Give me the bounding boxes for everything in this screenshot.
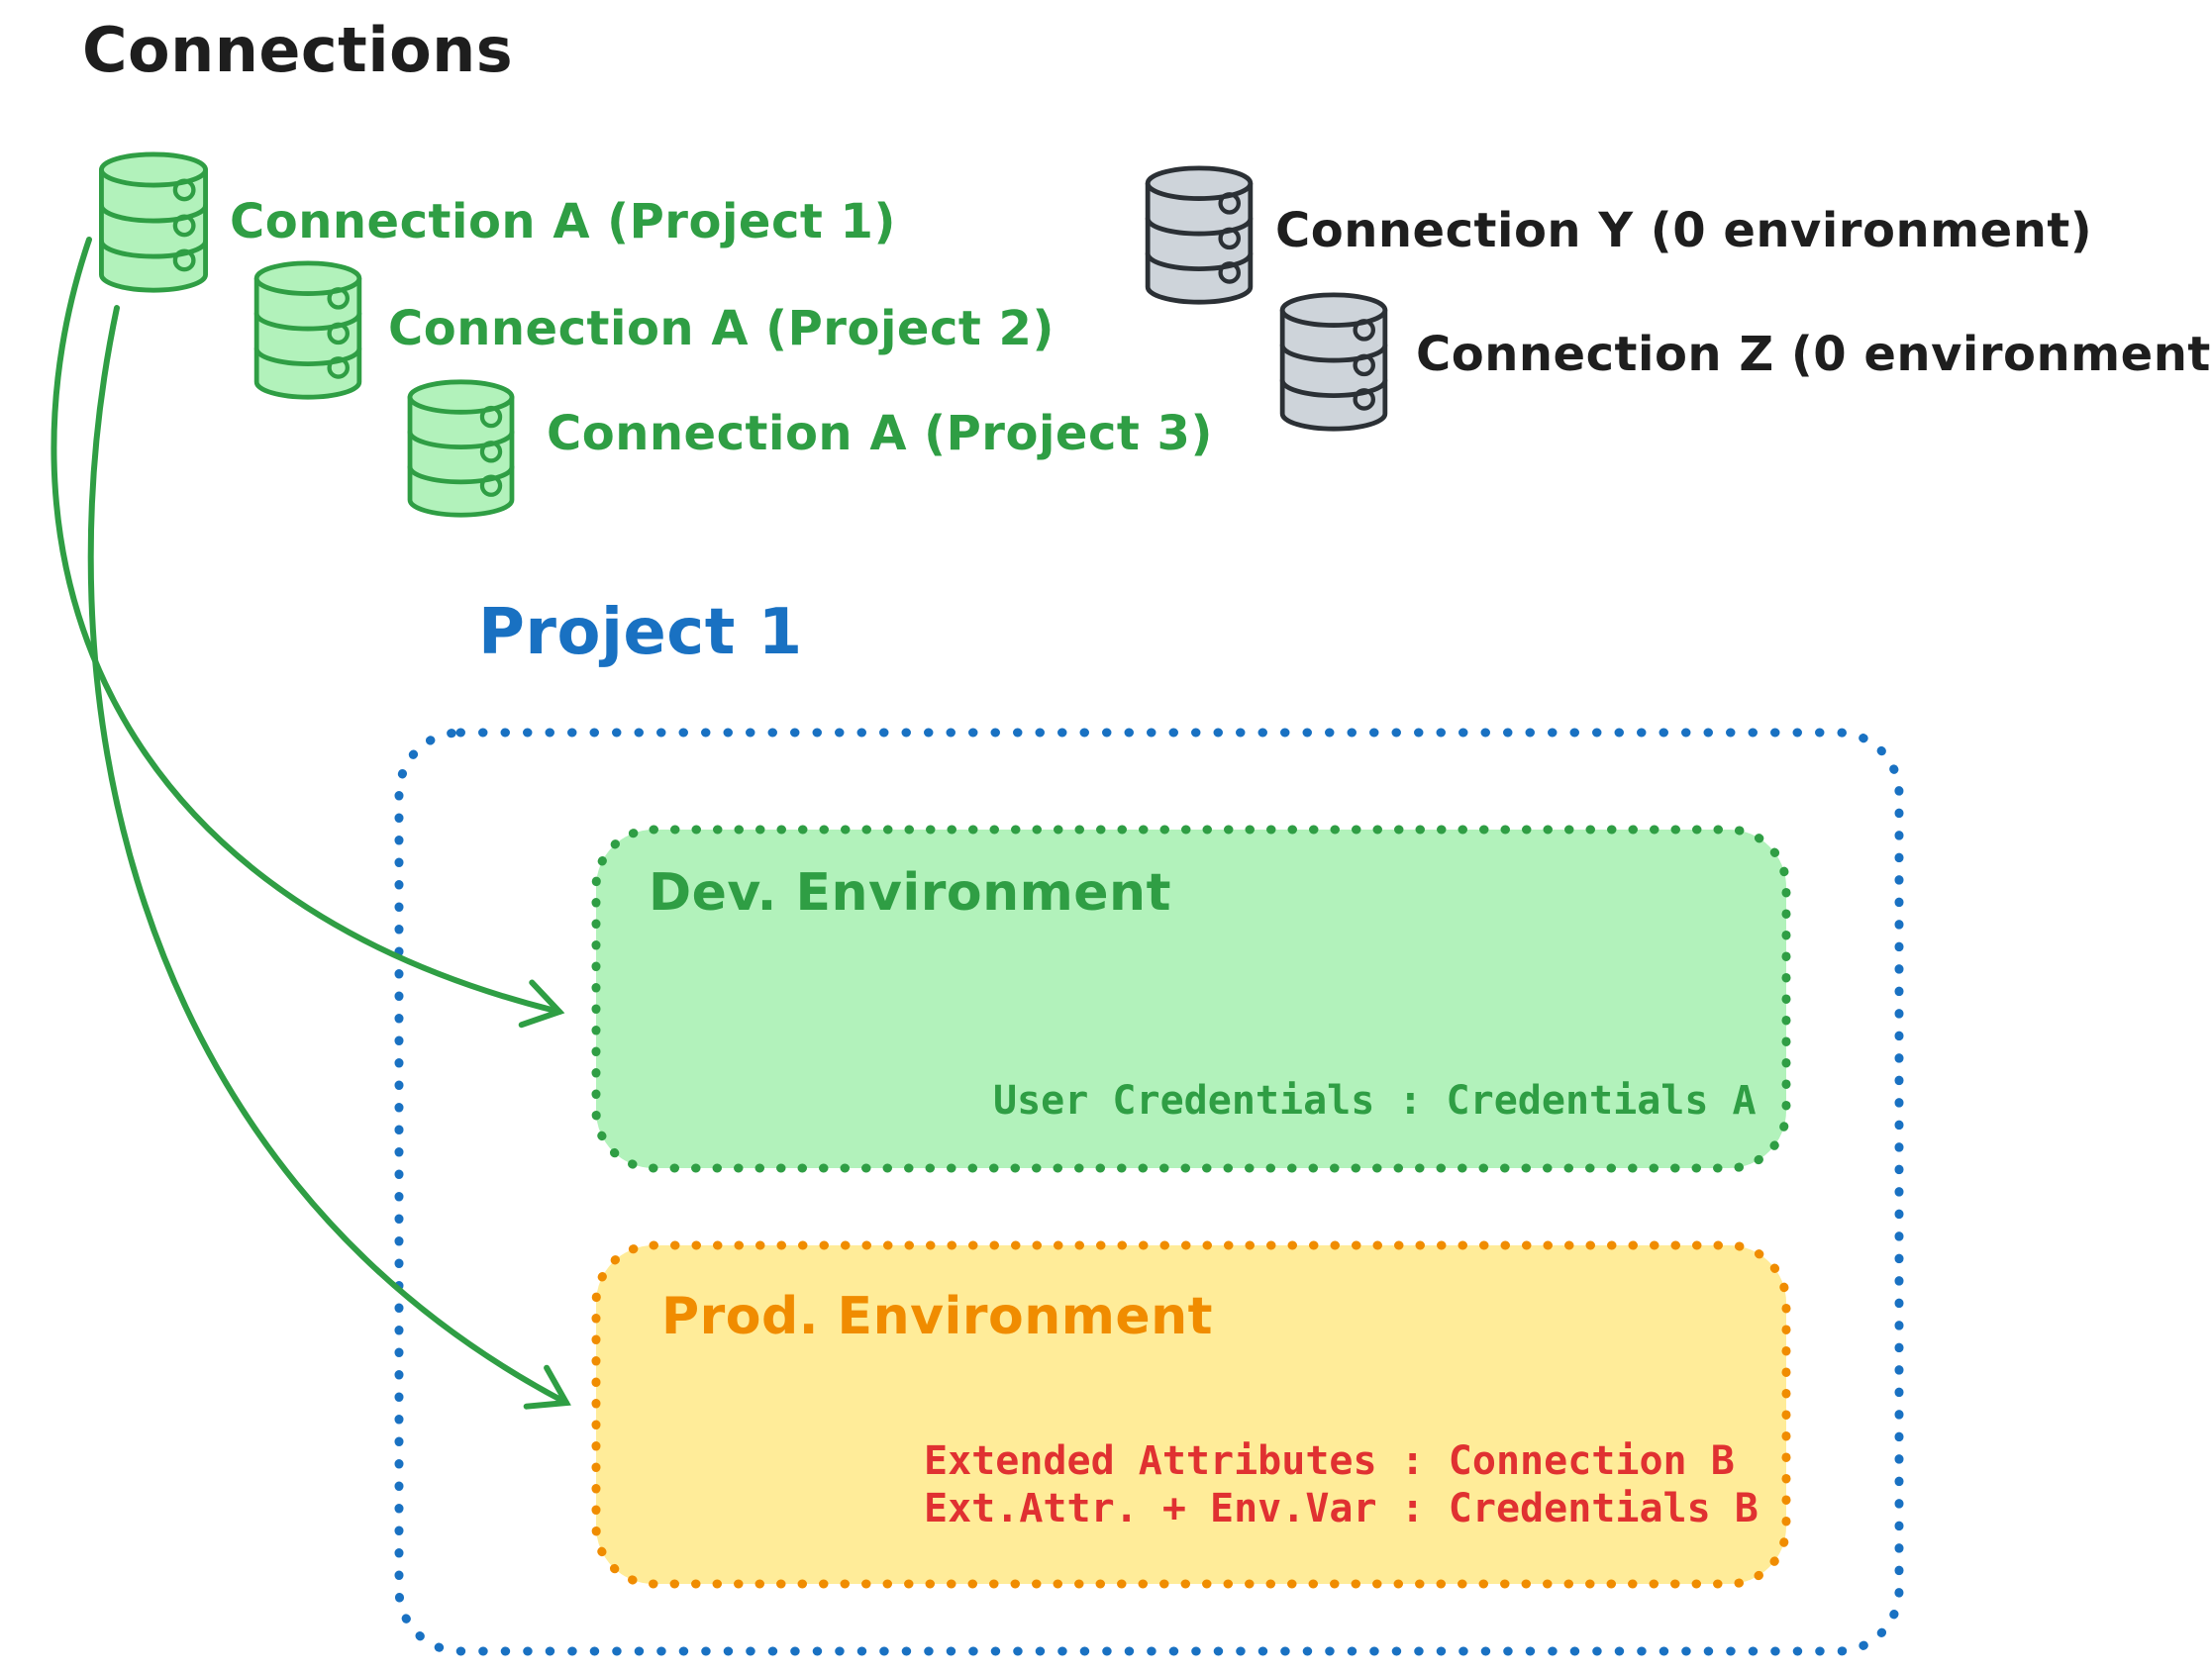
dev-environment-box [591,825,1791,1173]
dev-environment-title: Dev. Environment [649,863,1171,923]
connection-a-project-1-label: Connection A (Project 1) [230,194,896,249]
database-icon-connection-a-project-1 [97,150,210,295]
connections-heading: Connections [82,14,514,86]
project-1-title: Project 1 [478,596,803,669]
prod-environment-title: Prod. Environment [661,1287,1214,1346]
arrow-connection-to-prod [87,305,571,1410]
database-icon-connection-z [1277,291,1390,434]
prod-extended-attributes-mapping: Extended Attributes : Connection B [924,1438,1735,1484]
prod-environment-box [591,1240,1791,1589]
connection-a-project-2-label: Connection A (Project 2) [388,301,1055,356]
database-icon-connection-a-project-3 [405,378,517,520]
connection-a-project-3-label: Connection A (Project 3) [547,406,1213,461]
database-icon-connection-y [1143,164,1256,307]
connection-z-label: Connection Z (0 environment) [1416,327,2212,382]
project-1-box [394,728,1904,1656]
database-icon-connection-a-project-2 [251,259,364,402]
prod-ext-attr-env-var-mapping: Ext.Attr. + Env.Var : Credentials B [924,1486,1759,1531]
arrow-connection-to-dev [50,237,565,1029]
connection-y-label: Connection Y (0 environment) [1275,203,2093,258]
dev-credentials-mapping: User Credentials : Credentials A [993,1078,1757,1124]
